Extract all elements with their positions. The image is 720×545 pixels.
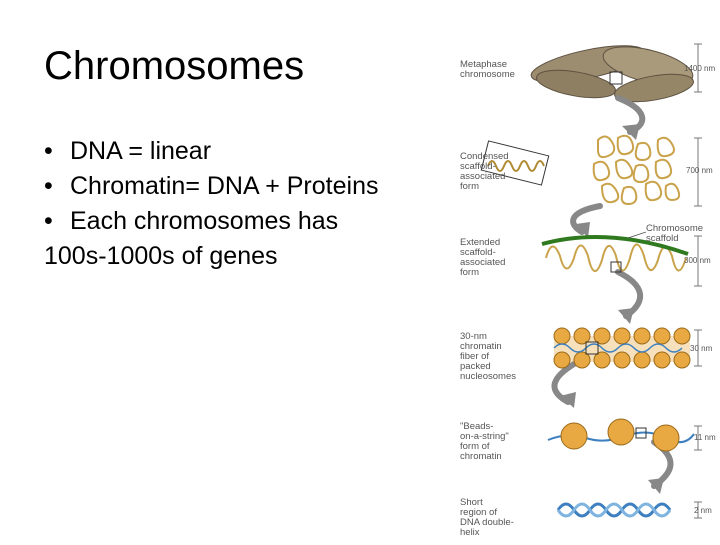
- chromatin-fiber-label: 30-nm chromatin fiber of packed nucleoso…: [460, 331, 516, 382]
- bullet-item: • Chromatin= DNA + Proteins: [44, 169, 378, 204]
- bullet-item: • DNA = linear: [44, 134, 378, 169]
- bullet-dot: •: [44, 172, 53, 200]
- bullet-dot: •: [44, 207, 53, 235]
- extended-scaffold-form: [541, 231, 689, 273]
- beads-on-string-label: "Beads- on-a-string" form of chromatin: [460, 421, 509, 462]
- dna-helix-label: Short region of DNA double- helix: [460, 497, 514, 538]
- arrow-heads: [560, 124, 664, 494]
- dimension-label: 11 nm: [694, 433, 716, 442]
- chromatin-packing-figure: Metaphase chromosome Condensed scaffold-…: [458, 40, 720, 540]
- dimension-label: 1400 nm: [684, 64, 716, 73]
- bullet-continuation: 100s-1000s of genes: [44, 242, 278, 270]
- bullet-item: • Each chromosomes has: [44, 204, 378, 239]
- dna-double-helix: [556, 502, 672, 518]
- dimension-label: 300 nm: [684, 256, 711, 265]
- slide-title: Chromosomes: [44, 44, 305, 88]
- dimension-label: 30 nm: [690, 344, 713, 353]
- bullet-list: • DNA = linear • Chromatin= DNA + Proteins…: [44, 134, 378, 274]
- condensed-scaffold-label: Condensed scaffold- associated form: [460, 151, 509, 192]
- chromatin-packing-illustration: [480, 43, 702, 519]
- bullet-text: DNA = linear: [70, 137, 212, 165]
- metaphase-chromosome-label: Metaphase chromosome: [460, 59, 515, 80]
- chromatin-fiber-30nm: [553, 327, 691, 369]
- extended-scaffold-label: Extended scaffold- associated form: [460, 237, 506, 278]
- bullet-text: Each chromosomes has: [70, 207, 339, 235]
- beads-on-string: [547, 418, 695, 452]
- chromosome-scaffold-label: Chromosome scaffold: [646, 223, 704, 244]
- dimension-label: 2 nm: [694, 506, 712, 515]
- dimension-markers: [694, 43, 702, 519]
- condensed-scaffold-form: [480, 134, 681, 206]
- bullet-text: Chromatin= DNA + Proteins: [70, 172, 379, 200]
- dimension-label: 700 nm: [686, 166, 713, 175]
- bullet-dot: •: [44, 137, 53, 165]
- metaphase-chromosome: [530, 45, 694, 103]
